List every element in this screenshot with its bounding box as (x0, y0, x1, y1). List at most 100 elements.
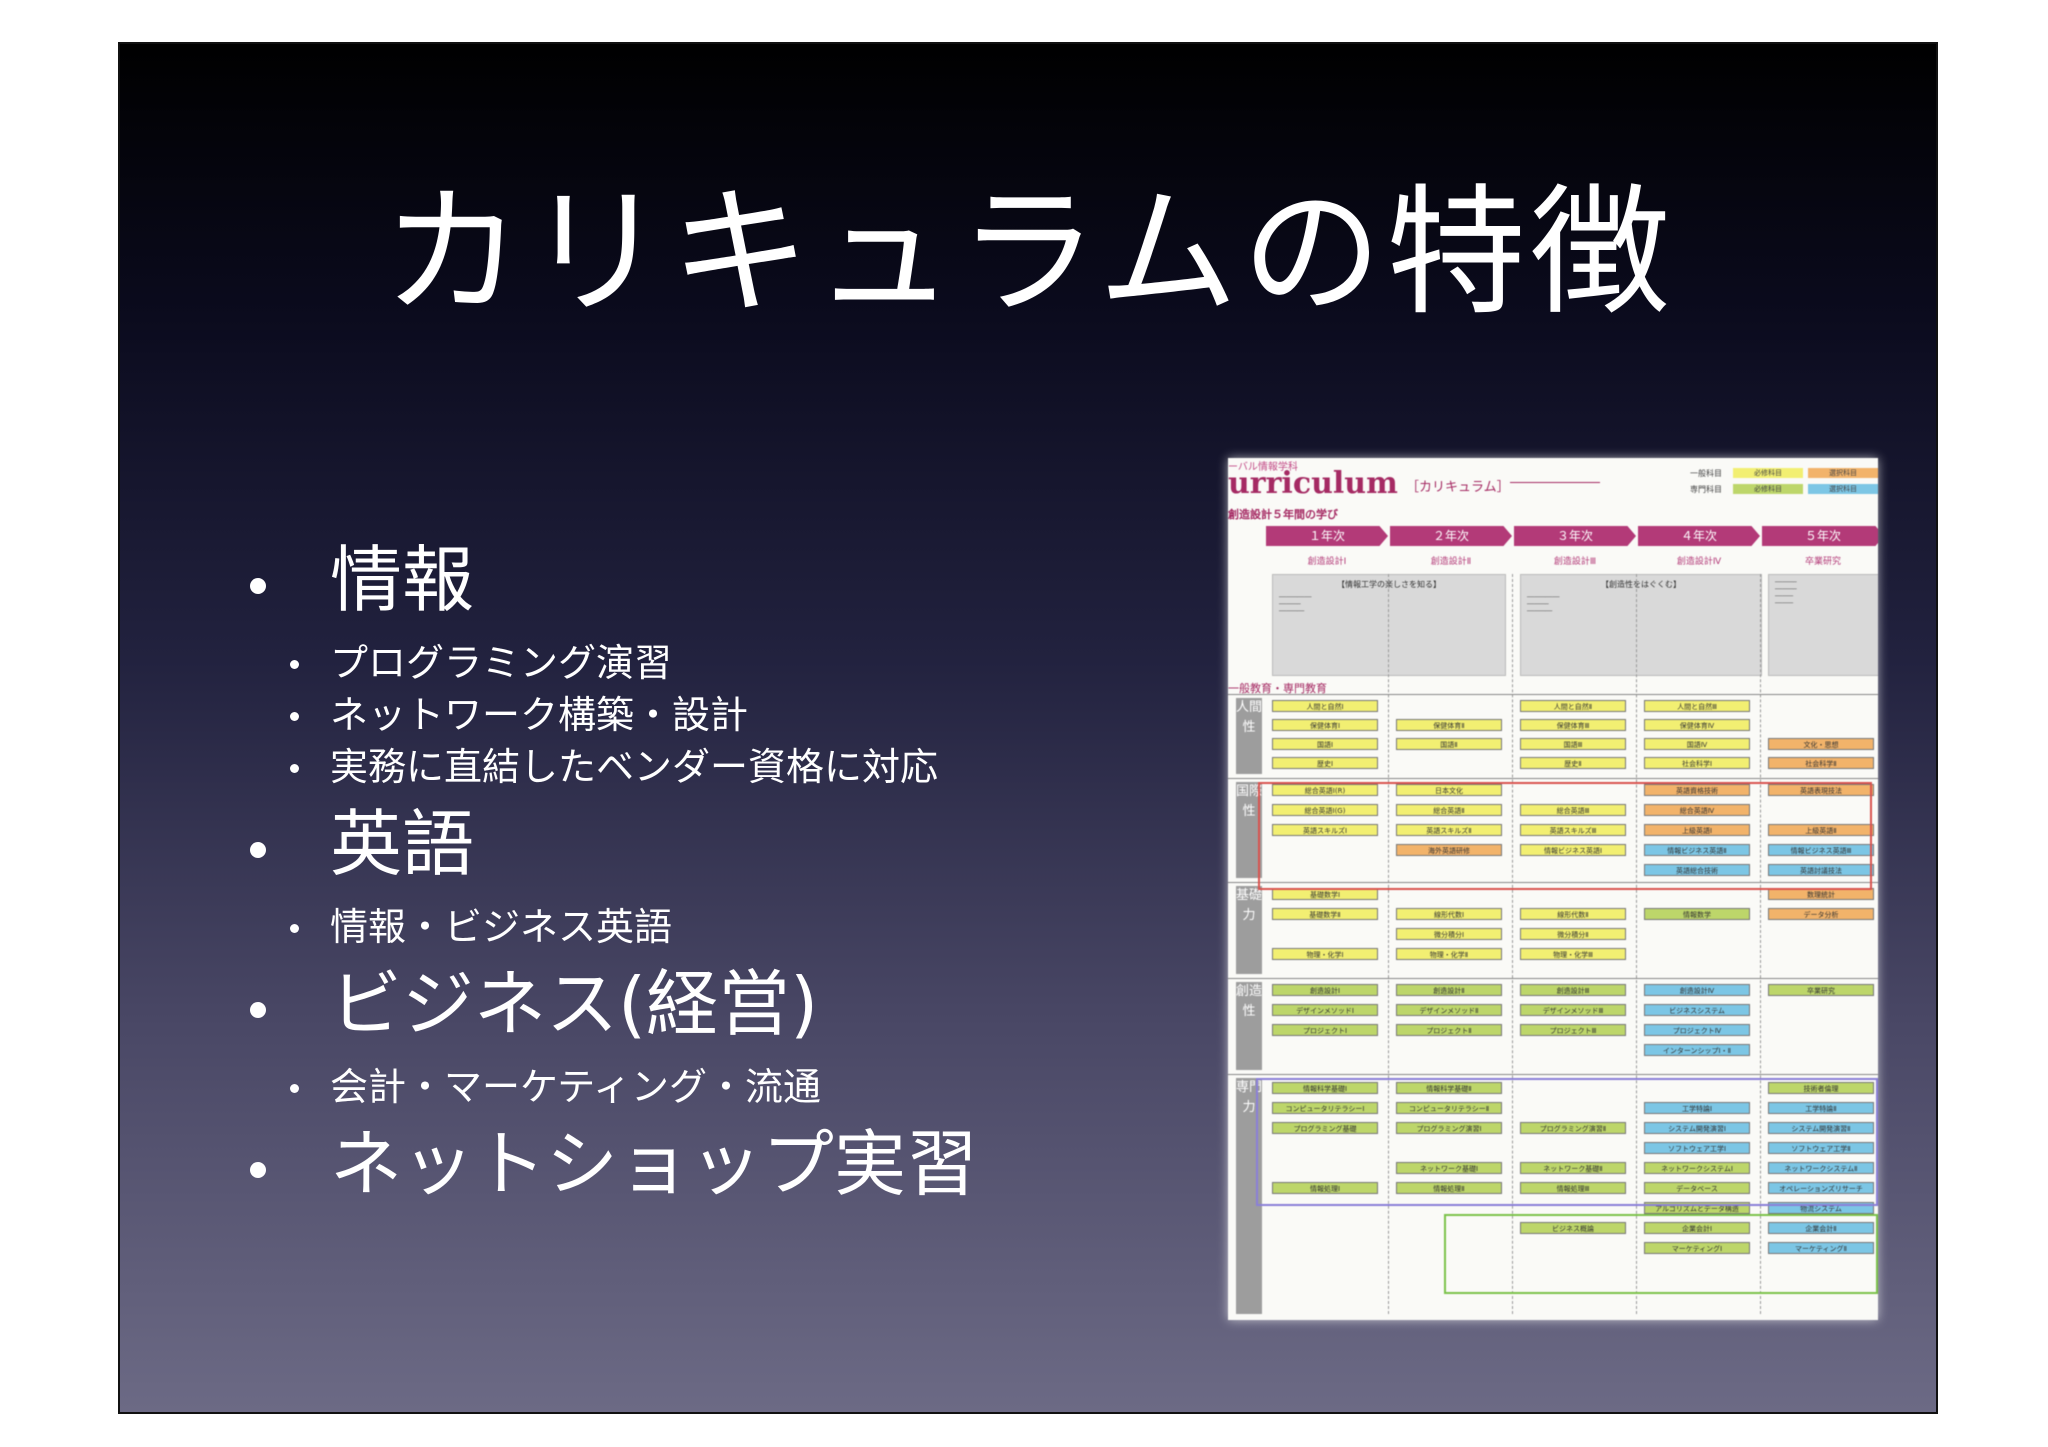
bullet-dot-icon (290, 924, 299, 933)
course-box: 社会科学Ⅰ (1644, 757, 1750, 769)
course-box: インターンシップⅠ・Ⅱ (1644, 1044, 1750, 1056)
goal-box-heading: 【情報工学の楽しさを知る】 (1337, 580, 1441, 589)
bullet-level1: 英語 (250, 808, 1150, 908)
legend-elective-special: 選択科目 (1808, 484, 1878, 494)
bullet-text: ネットワーク構築・設計 (330, 693, 749, 737)
year-header: ３年次 (1514, 526, 1636, 546)
course-box: 創造設計Ⅲ (1520, 984, 1626, 996)
course-box: 総合英語Ⅰ(R) (1272, 784, 1378, 796)
goal-box-heading: 【創造性をはぐくむ】 (1601, 580, 1681, 589)
course-box: 人間と自然Ⅰ (1272, 700, 1378, 712)
course-box: 技術者倫理 (1768, 1082, 1874, 1094)
course-box: 英語資格技術 (1644, 784, 1750, 796)
bullet-level1: ビジネス(経営) (250, 968, 1150, 1068)
course-box: 英語スキルズⅢ (1520, 824, 1626, 836)
year-header: ４年次 (1638, 526, 1760, 546)
course-box: データ分析 (1768, 908, 1874, 920)
course-box: 物理・化学Ⅱ (1396, 948, 1502, 960)
course-box: 国語Ⅲ (1520, 738, 1626, 750)
international-frame (1258, 782, 1872, 890)
legend-required-general: 必修科目 (1733, 468, 1803, 478)
it-frame (1256, 1078, 1878, 1206)
bullet-level2: 情報・ビジネス英語 (250, 908, 1150, 960)
goal-box: ────────────────────── (1768, 574, 1878, 676)
course-box: 創造設計Ⅱ (1396, 984, 1502, 996)
row-divider (1228, 978, 1878, 979)
curriculum-image: ーバル情報学科 urriculum ［カリキュラム］ 一般科目 専門科目 必修科… (1228, 458, 1878, 1320)
bullet-level2: プログラミング演習 (250, 644, 1150, 696)
row-divider (1228, 1074, 1878, 1075)
course-box: 国語Ⅳ (1644, 738, 1750, 750)
course-box: 情報ビジネス英語Ⅰ (1520, 844, 1626, 856)
course-box: 国語Ⅰ (1272, 738, 1378, 750)
year-sub: 創造設計Ⅱ (1430, 557, 1472, 567)
course-box: コンピュータリテラシーⅠ (1272, 1102, 1378, 1114)
course-box: ソフトウェア工学Ⅱ (1768, 1142, 1874, 1154)
course-box: プロジェクトⅣ (1644, 1024, 1750, 1036)
year-sub: 卒業研究 (1804, 557, 1841, 567)
slide: カリキュラムの特徴 情報 プログラミング演習 ネットワーク構築・設計 実務に直結… (118, 42, 1938, 1414)
row-divider (1228, 694, 1878, 695)
bullet-level2: ネットワーク構築・設計 (250, 696, 1150, 748)
row-divider (1228, 778, 1878, 779)
course-box: 上級英語Ⅱ (1768, 824, 1874, 836)
course-box: 微分積分Ⅱ (1520, 928, 1626, 940)
category-label: 国際性 (1236, 782, 1262, 878)
column-divider (1512, 574, 1513, 1314)
bullet-text: プログラミング演習 (330, 641, 673, 685)
course-box: 英語討議技法 (1768, 864, 1874, 876)
section-heading: 一般教育・専門教育 (1228, 682, 1327, 695)
course-box: 情報処理Ⅲ (1520, 1182, 1626, 1194)
course-box: プロジェクトⅠ (1272, 1024, 1378, 1036)
course-box: オペレーションズリサーチ (1768, 1182, 1874, 1194)
course-box: ネットワークシステムⅡ (1768, 1162, 1874, 1174)
bullet-dot-icon (250, 578, 266, 594)
bullet-level1: 情報 (250, 544, 1150, 644)
course-box: ネットワーク基礎Ⅱ (1520, 1162, 1626, 1174)
course-box: 線形代数Ⅱ (1520, 908, 1626, 920)
course-box: ネットワークシステムⅠ (1644, 1162, 1750, 1174)
course-box: デザインメソッドⅡ (1396, 1004, 1502, 1016)
course-box: システム開発演習Ⅰ (1644, 1122, 1750, 1134)
course-box: プロジェクトⅢ (1520, 1024, 1626, 1036)
course-box: 歴史Ⅱ (1520, 757, 1626, 769)
course-box: 英語総合技術 (1644, 864, 1750, 876)
course-box: デザインメソッドⅢ (1520, 1004, 1626, 1016)
bullet-text: 会計・マーケティング・流通 (330, 1065, 821, 1109)
course-box: 海外英語研修 (1396, 844, 1502, 856)
bullet-text: 英語 (330, 802, 475, 886)
course-box: マーケティングⅠ (1644, 1242, 1750, 1254)
course-box: 人間と自然Ⅱ (1520, 700, 1626, 712)
course-box: 創造設計Ⅰ (1272, 984, 1378, 996)
course-box: 情報科学基礎Ⅰ (1272, 1082, 1378, 1094)
course-box: 物理・化学Ⅲ (1520, 948, 1626, 960)
course-box: 情報数学 (1644, 908, 1750, 920)
course-box: 保健体育Ⅲ (1520, 719, 1626, 731)
course-box: デザインメソッドⅠ (1272, 1004, 1378, 1016)
course-box: 人間と自然Ⅲ (1644, 700, 1750, 712)
course-box: 総合英語Ⅲ (1520, 804, 1626, 816)
course-box: ビジネスシステム (1644, 1004, 1750, 1016)
course-box: 英語スキルズⅡ (1396, 824, 1502, 836)
course-box: プログラミング演習Ⅱ (1520, 1122, 1626, 1134)
curriculum-subtitle: ーバル情報学科 (1228, 462, 1298, 473)
bullet-dot-icon (290, 712, 299, 721)
column-divider (1636, 574, 1637, 1314)
curriculum-title: urriculum (1228, 466, 1398, 501)
goal-box: 【情報工学の楽しさを知る】 ────────────────────── (1272, 574, 1506, 676)
goal-box-lines: ────────────────────── (1279, 594, 1312, 615)
column-divider (1760, 574, 1761, 1314)
course-box: 情報ビジネス英語Ⅱ (1644, 844, 1750, 856)
course-box: プロジェクトⅡ (1396, 1024, 1502, 1036)
course-box: 文化・思想 (1768, 738, 1874, 750)
course-box: 保健体育Ⅳ (1644, 719, 1750, 731)
bullet-level1: ネットショップ実習 (250, 1128, 1150, 1228)
course-box: 日本文化 (1396, 784, 1502, 796)
curriculum-title-jp: ［カリキュラム］ (1406, 480, 1510, 495)
bullet-level2: 会計・マーケティング・流通 (250, 1068, 1150, 1120)
course-box: コンピュータリテラシーⅡ (1396, 1102, 1502, 1114)
course-box: 企業会計Ⅱ (1768, 1222, 1874, 1234)
legend-general: 一般科目 (1690, 469, 1722, 478)
course-box: 物理・化学Ⅰ (1272, 948, 1378, 960)
year-sub: 創造設計Ⅰ (1307, 557, 1347, 567)
